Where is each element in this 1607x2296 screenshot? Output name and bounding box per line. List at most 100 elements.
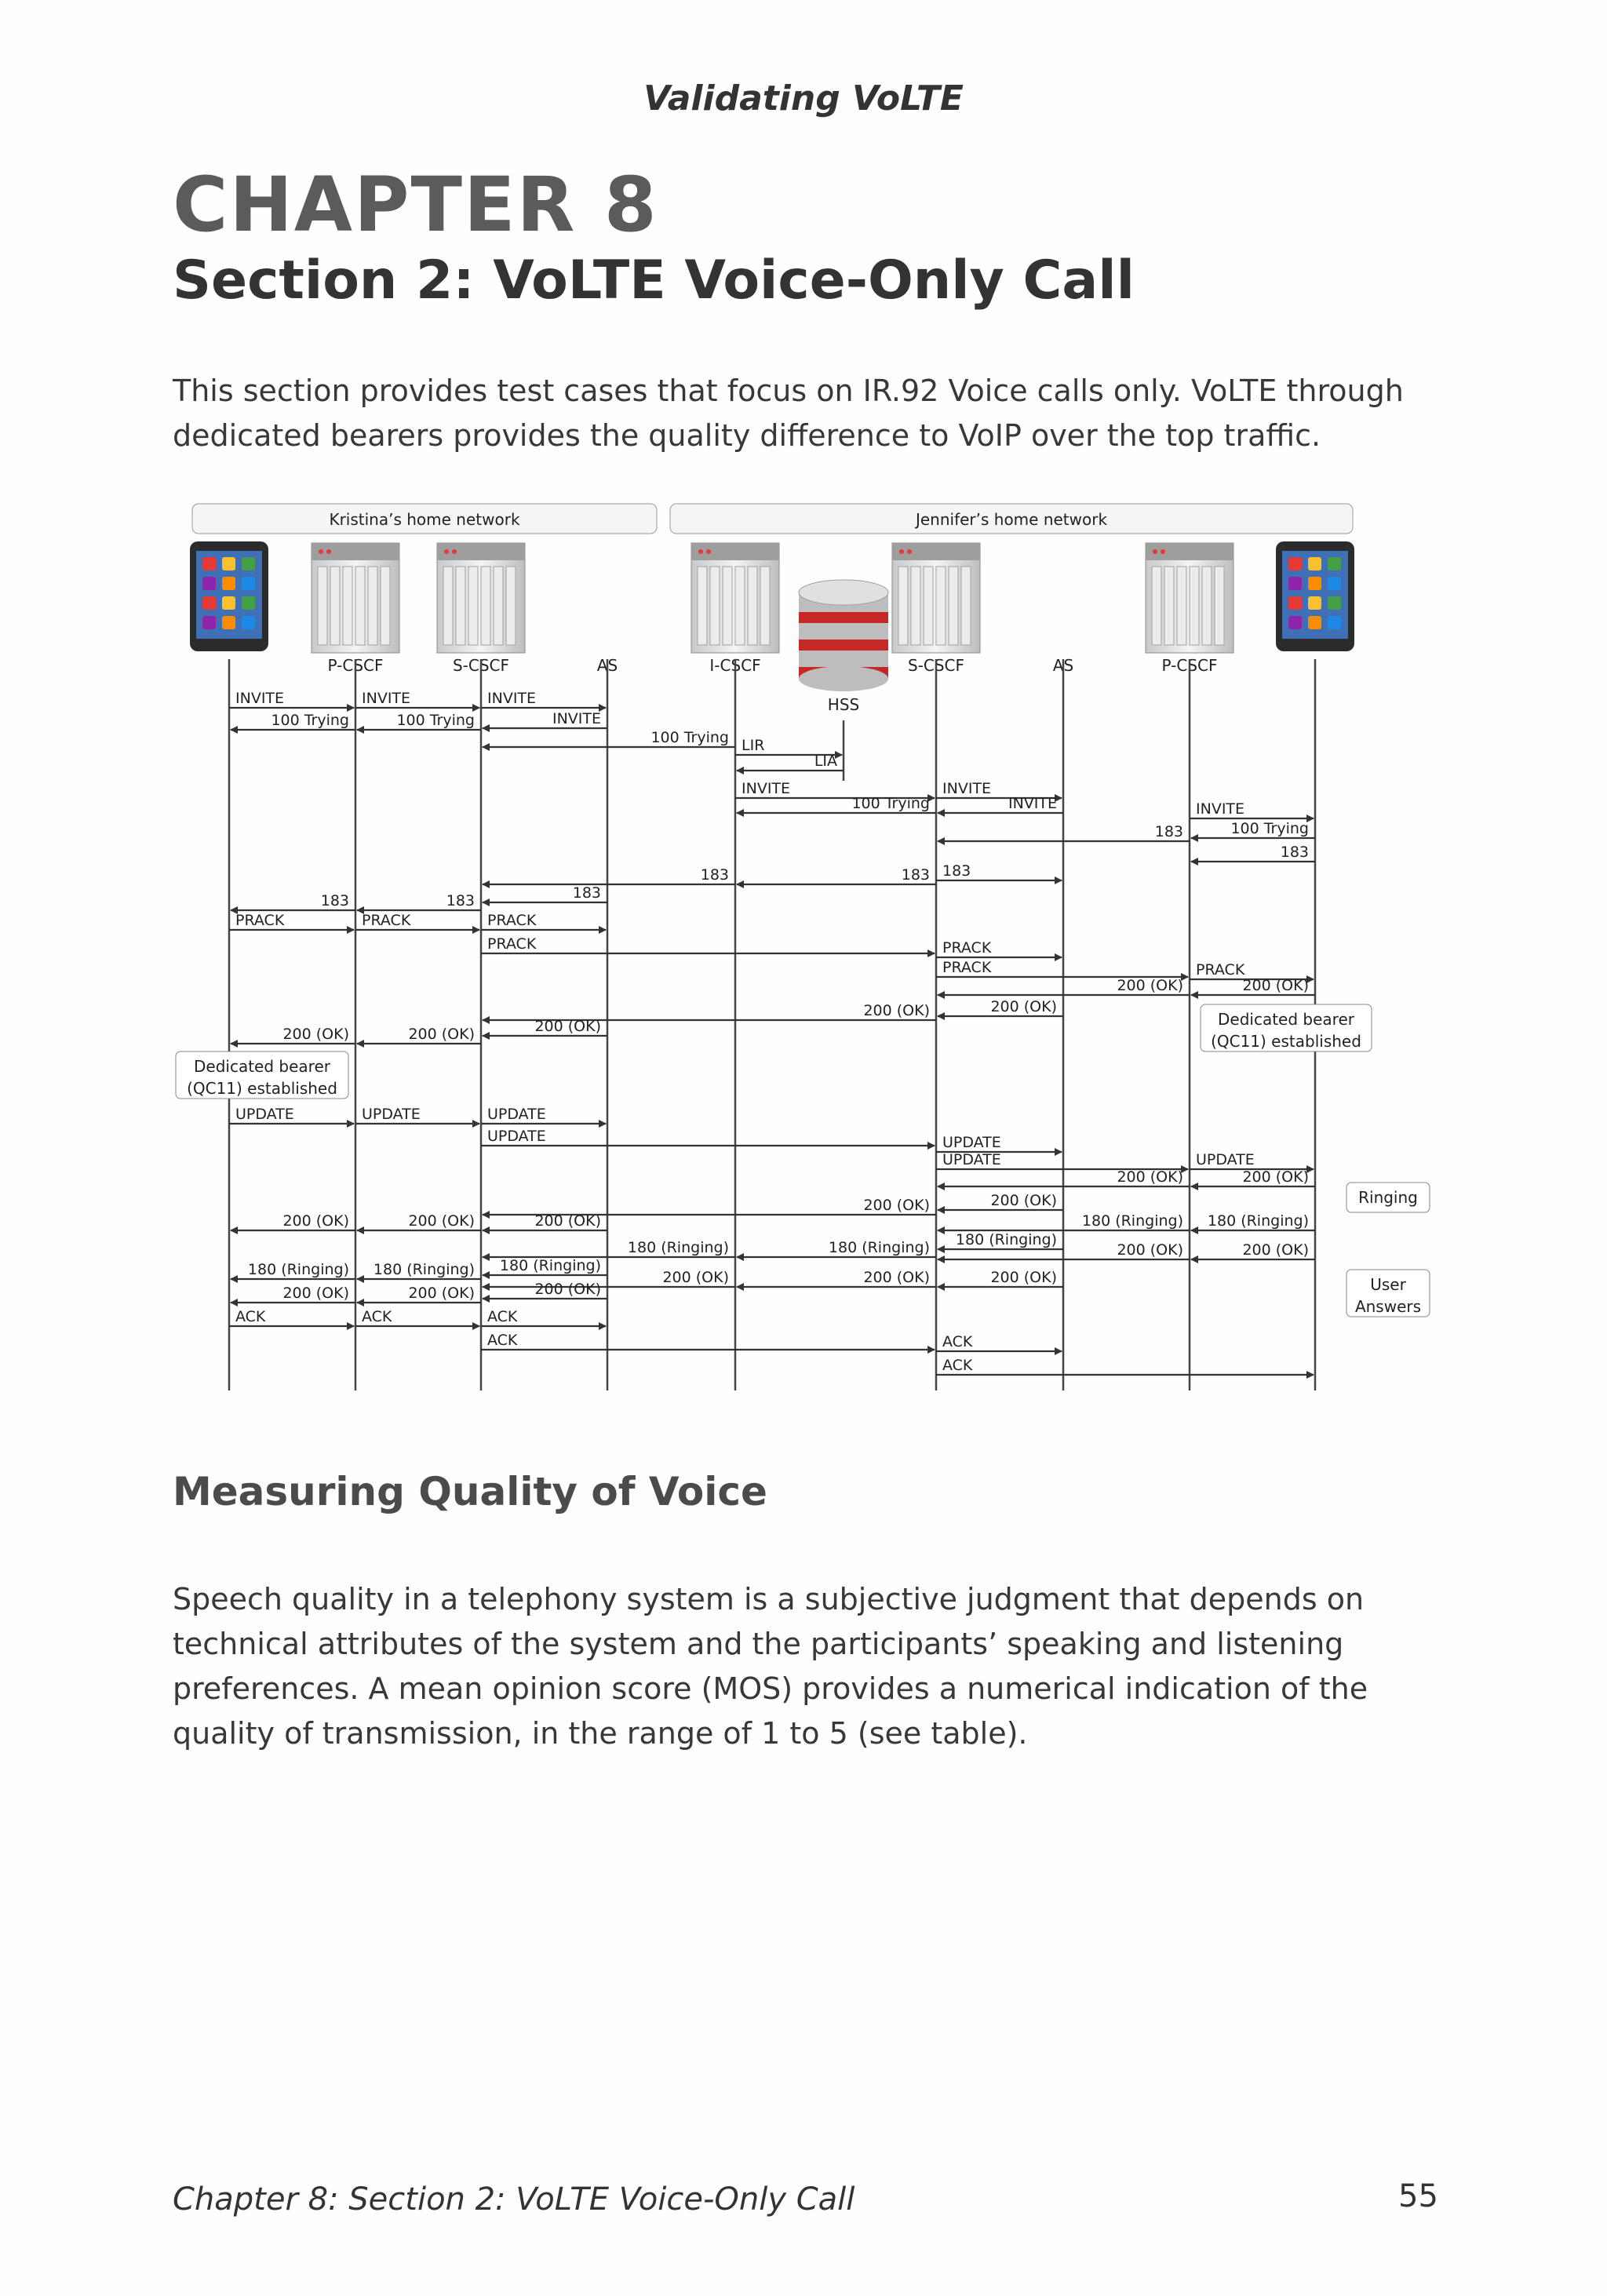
message-label: ACK [487, 1308, 518, 1325]
message-label: 183 [942, 862, 971, 880]
message-label: 200 (OK) [1117, 977, 1183, 994]
note-ringing-box [1346, 1182, 1430, 1213]
note-user-answers-box [1346, 1269, 1430, 1317]
message-label: UPDATE [487, 1128, 546, 1145]
message-label: 180 (Ringing) [248, 1261, 349, 1278]
chapter-label: CHAPTER 8 [173, 161, 658, 249]
message-label: 180 (Ringing) [1208, 1212, 1309, 1230]
message-label: PRACK [487, 935, 537, 953]
message-label: UPDATE [235, 1106, 294, 1123]
message-label: 180 (Ringing) [829, 1239, 930, 1256]
message-label: 183 [1281, 844, 1309, 861]
message-label: 200 (OK) [282, 1285, 349, 1302]
network-label-kristina: Kristina’s home network [329, 510, 519, 529]
message-label: INVITE [235, 690, 284, 707]
message-label: 200 (OK) [408, 1026, 475, 1043]
message-label: 183 [902, 866, 930, 884]
note-right-bearer-text: Dedicated bearer(QC11) established [1211, 1010, 1361, 1051]
message-label: 180 (Ringing) [374, 1261, 475, 1278]
message-label: 200 (OK) [1242, 1241, 1309, 1259]
message-label: 100 Trying [271, 712, 349, 729]
message-label: UPDATE [1196, 1151, 1255, 1168]
message-label: INVITE [942, 780, 991, 797]
message-label: PRACK [942, 939, 992, 957]
message-label: INVITE [742, 780, 790, 797]
phone-kristina-icon [190, 541, 268, 651]
intro-paragraph: This section provides test cases that fo… [173, 374, 1404, 453]
message-label: UPDATE [487, 1106, 546, 1123]
message-label: PRACK [235, 912, 285, 929]
message-label: 200 (OK) [662, 1269, 729, 1286]
section-title: Section 2: VoLTE Voice-Only Call [173, 250, 1135, 312]
message-label: 200 (OK) [534, 1281, 601, 1298]
message-label: UPDATE [942, 1151, 1001, 1168]
message-label: 200 (OK) [282, 1212, 349, 1230]
network-banner-jennifer [669, 503, 1354, 534]
server-i-cscf-icon [691, 542, 780, 654]
message-label: 200 (OK) [1242, 977, 1309, 994]
message-label: 200 (OK) [863, 1197, 930, 1214]
message-label: PRACK [1196, 961, 1245, 979]
subsection-paragraph: Speech quality in a telephony system is … [173, 1582, 1368, 1751]
server-s-cscf-left-icon [436, 542, 526, 654]
server-p-cscf-left-icon [311, 542, 400, 654]
server-p-cscf-right-icon [1145, 542, 1234, 654]
message-label: 200 (OK) [1117, 1241, 1183, 1259]
message-label: 180 (Ringing) [1082, 1212, 1183, 1230]
message-label: INVITE [487, 690, 536, 707]
message-label: 200 (OK) [282, 1026, 349, 1043]
subsection-title: Measuring Quality of Voice [173, 1469, 767, 1514]
message-label: INVITE [1008, 795, 1057, 812]
note-left-bearer-text: Dedicated bearer(QC11) established [187, 1057, 337, 1098]
message-label: 180 (Ringing) [500, 1257, 601, 1274]
hss-database-icon [798, 579, 889, 691]
message-label: 183 [1155, 823, 1183, 840]
message-label: 183 [701, 866, 729, 884]
message-label: 100 Trying [1230, 820, 1309, 837]
message-label: LIR [742, 737, 764, 754]
message-label: 200 (OK) [863, 1269, 930, 1286]
network-banner-kristina [191, 503, 658, 534]
message-label: INVITE [362, 690, 410, 707]
message-label: ACK [362, 1308, 392, 1325]
message-label: 183 [446, 892, 475, 909]
message-label: ACK [942, 1333, 973, 1350]
message-label: 200 (OK) [990, 998, 1057, 1015]
message-label: 183 [573, 884, 601, 902]
message-label: ACK [487, 1332, 518, 1349]
message-label: 200 (OK) [1117, 1168, 1183, 1186]
message-label: ACK [942, 1357, 973, 1374]
message-label: 200 (OK) [990, 1192, 1057, 1209]
note-ringing-text: Ringing [1358, 1188, 1418, 1207]
message-label: 100 Trying [650, 729, 729, 746]
footer-chapter-title: Chapter 8: Section 2: VoLTE Voice-Only C… [173, 2181, 855, 2218]
message-label: 180 (Ringing) [956, 1231, 1057, 1248]
message-label: 200 (OK) [534, 1212, 601, 1230]
message-label: 200 (OK) [863, 1002, 930, 1019]
message-label: PRACK [362, 912, 411, 929]
phone-jennifer-icon [1276, 541, 1354, 651]
note-right-bearer-box [1200, 1004, 1372, 1052]
message-label: 200 (OK) [408, 1285, 475, 1302]
server-s-cscf-right-icon [891, 542, 981, 654]
message-label: INVITE [552, 710, 601, 727]
message-label: 180 (Ringing) [628, 1239, 729, 1256]
node-label-hss: HSS [828, 695, 859, 714]
page-number: 55 [1398, 2178, 1438, 2214]
message-label: INVITE [1196, 800, 1244, 818]
message-label: ACK [235, 1308, 266, 1325]
message-label: 200 (OK) [1242, 1168, 1309, 1186]
message-label: 100 Trying [396, 712, 475, 729]
message-label: 200 (OK) [990, 1269, 1057, 1286]
message-label: 183 [321, 892, 349, 909]
message-label: PRACK [942, 959, 992, 976]
message-label: 200 (OK) [534, 1018, 601, 1035]
note-left-bearer-box [175, 1051, 349, 1099]
message-label: 100 Trying [851, 795, 930, 812]
message-label: UPDATE [942, 1134, 1001, 1151]
message-label: 200 (OK) [408, 1212, 475, 1230]
message-label: UPDATE [362, 1106, 421, 1123]
running-header: Validating VoLTE [643, 78, 964, 118]
